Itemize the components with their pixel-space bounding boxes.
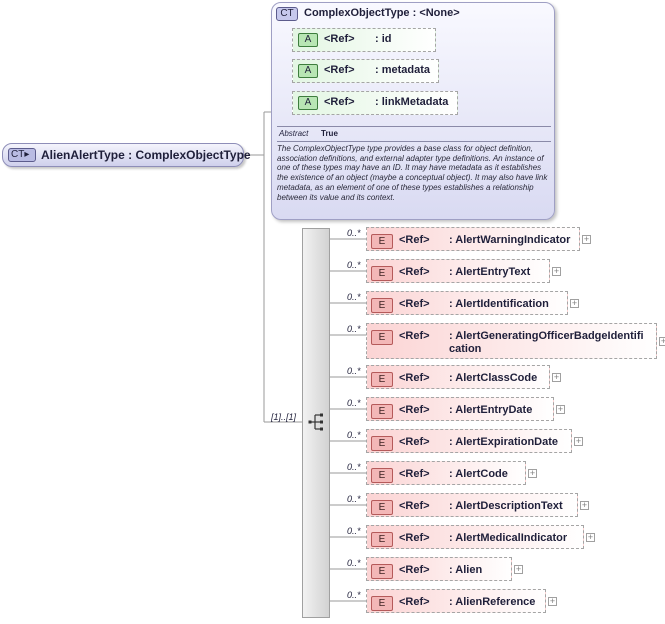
expand-icon[interactable]: +	[556, 404, 565, 414]
expand-icon[interactable]: +	[586, 532, 595, 542]
element-icon: E	[371, 234, 393, 249]
element-multiplicity: 0..*	[347, 462, 361, 472]
element-icon: E	[371, 372, 393, 387]
sequence-multiplicity: [1]..[1]	[271, 412, 297, 422]
element-ref: <Ref>	[399, 404, 430, 416]
element-name: : AlertCode	[449, 468, 508, 480]
expand-icon[interactable]: +	[580, 500, 589, 510]
element-ref: <Ref>	[399, 564, 430, 576]
element-ref: <Ref>	[399, 372, 430, 384]
sequence-icon	[308, 413, 323, 431]
element-multiplicity: 0..*	[347, 228, 361, 238]
element-name: : AlertEntryText	[449, 266, 531, 278]
complex-type-icon: CT▸	[8, 148, 36, 162]
element-ref: <Ref>	[399, 532, 430, 544]
expand-icon[interactable]: +	[582, 234, 591, 244]
element-icon: E	[371, 298, 393, 313]
element-row[interactable]: E <Ref> : AlertEntryText	[366, 259, 550, 283]
expand-icon[interactable]: +	[548, 596, 557, 606]
element-name: : AlertIdentification	[449, 298, 549, 310]
complex-type-title: ComplexObjectType : <None>	[304, 7, 460, 19]
element-name: : AlertWarningIndicator	[449, 234, 571, 246]
expand-icon[interactable]: +	[570, 298, 579, 308]
expand-icon[interactable]: +	[528, 468, 537, 478]
root-type-label: AlienAlertType : ComplexObjectType	[41, 148, 251, 162]
element-ref: <Ref>	[399, 298, 430, 310]
abstract-label: Abstract	[279, 129, 309, 138]
attribute-icon: A	[298, 33, 318, 47]
element-multiplicity: 0..*	[347, 398, 361, 408]
element-multiplicity: 0..*	[347, 494, 361, 504]
element-ref: <Ref>	[399, 500, 430, 512]
attribute-name: : id	[375, 33, 392, 45]
expand-icon[interactable]: +	[552, 266, 561, 276]
element-icon: E	[371, 266, 393, 281]
separator	[277, 126, 551, 127]
element-row[interactable]: E <Ref> : Alien	[366, 557, 512, 581]
element-name: : AlertEntryDate	[449, 404, 533, 416]
element-name: : AlertGeneratingOfficerBadgeIdentificat…	[449, 330, 644, 355]
element-ref: <Ref>	[399, 468, 430, 480]
element-icon: E	[371, 596, 393, 611]
element-icon: E	[371, 436, 393, 451]
element-name: : AlertExpirationDate	[449, 436, 559, 448]
element-icon: E	[371, 532, 393, 547]
expand-icon[interactable]: +	[514, 564, 523, 574]
element-name: : AlienReference	[449, 596, 536, 608]
separator	[277, 141, 551, 142]
attribute-metadata[interactable]: A <Ref> : metadata	[292, 59, 439, 83]
element-row[interactable]: E <Ref> : AlertMedicalIndicator	[366, 525, 584, 549]
attribute-id[interactable]: A <Ref> : id	[292, 28, 436, 52]
element-row[interactable]: E <Ref> : AlertDescriptionText	[366, 493, 578, 517]
attribute-icon: A	[298, 96, 318, 110]
complex-type-icon: CT	[276, 7, 298, 21]
abstract-value: True	[321, 129, 338, 138]
expand-icon[interactable]: +	[552, 372, 561, 382]
element-row[interactable]: E <Ref> : AlienReference	[366, 589, 546, 613]
element-icon: E	[371, 564, 393, 579]
element-row[interactable]: E <Ref> : AlertEntryDate	[366, 397, 554, 421]
expand-icon[interactable]: +	[659, 337, 665, 346]
attribute-ref: <Ref>	[324, 64, 355, 76]
element-name: : AlertClassCode	[449, 372, 538, 384]
element-name: : AlertDescriptionText	[449, 500, 563, 512]
root-type-node[interactable]: CT▸ AlienAlertType : ComplexObjectType	[2, 143, 251, 167]
element-row[interactable]: E <Ref> : AlertCode	[366, 461, 526, 485]
element-ref: <Ref>	[399, 234, 430, 246]
element-multiplicity: 0..*	[347, 324, 361, 334]
expand-icon[interactable]: +	[574, 436, 583, 446]
attribute-icon: A	[298, 64, 318, 78]
element-multiplicity: 0..*	[347, 430, 361, 440]
element-row[interactable]: E <Ref> : AlertGeneratingOfficerBadgeIdent…	[366, 323, 657, 359]
attribute-linkmetadata[interactable]: A <Ref> : linkMetadata	[292, 91, 458, 115]
element-ref: <Ref>	[399, 266, 430, 278]
attribute-ref: <Ref>	[324, 33, 355, 45]
element-multiplicity: 0..*	[347, 366, 361, 376]
type-description: The ComplexObjectType type provides a ba…	[277, 144, 548, 202]
element-row[interactable]: E <Ref> : AlertClassCode	[366, 365, 550, 389]
element-icon: E	[371, 500, 393, 515]
element-multiplicity: 0..*	[347, 260, 361, 270]
element-multiplicity: 0..*	[347, 292, 361, 302]
element-multiplicity: 0..*	[347, 590, 361, 600]
attribute-ref: <Ref>	[324, 96, 355, 108]
element-name: : AlertMedicalIndicator	[449, 532, 568, 544]
element-name: : Alien	[449, 564, 483, 576]
attribute-name: : metadata	[375, 64, 431, 76]
element-icon: E	[371, 330, 393, 345]
element-row[interactable]: E <Ref> : AlertExpirationDate	[366, 429, 572, 453]
element-row[interactable]: E <Ref> : AlertIdentification	[366, 291, 568, 315]
attribute-name: : linkMetadata	[375, 96, 449, 108]
element-row[interactable]: E <Ref> : AlertWarningIndicator	[366, 227, 580, 251]
element-icon: E	[371, 468, 393, 483]
element-multiplicity: 0..*	[347, 558, 361, 568]
element-ref: <Ref>	[399, 436, 430, 448]
element-ref: <Ref>	[399, 330, 430, 342]
element-multiplicity: 0..*	[347, 526, 361, 536]
element-ref: <Ref>	[399, 596, 430, 608]
element-icon: E	[371, 404, 393, 419]
sequence-compositor[interactable]	[302, 228, 330, 618]
